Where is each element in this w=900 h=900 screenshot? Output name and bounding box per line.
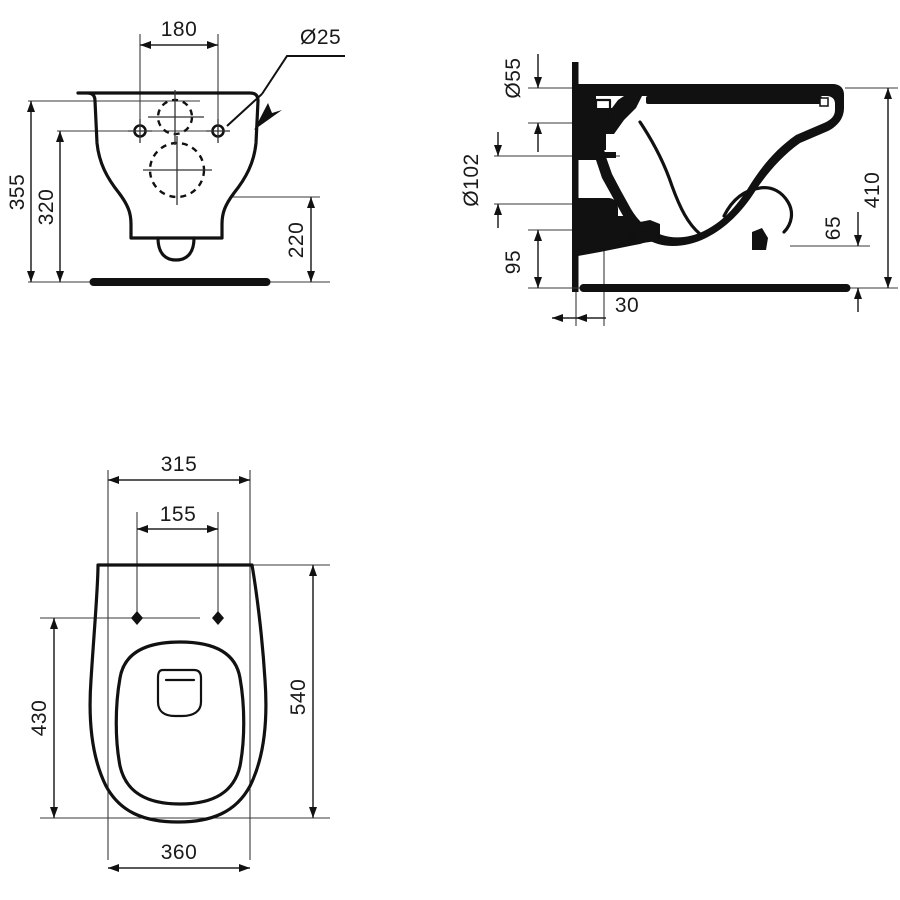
plan-fixing-points <box>131 611 224 625</box>
dimension-plan-155: 155 <box>137 503 218 533</box>
dimension-label-front-220: 220 <box>285 222 308 259</box>
plan-view-group: 315 155 540 430 360 <box>28 453 330 872</box>
dimension-side-410: 410 <box>861 88 892 288</box>
dimension-label-side-d55: Ø55 <box>502 57 525 98</box>
dimension-side-d55: Ø55 <box>502 54 542 152</box>
dimension-label-front-320: 320 <box>35 189 58 226</box>
dimension-label-plan-315: 315 <box>161 453 198 476</box>
dimension-label-front-d25: Ø25 <box>300 26 341 49</box>
dimension-front-355: 355 <box>6 101 35 282</box>
dimension-label-side-65: 65 <box>822 216 845 240</box>
dimension-side-65: 65 <box>822 212 862 312</box>
dimension-label-plan-430: 430 <box>28 700 51 737</box>
dimension-side-30: 30 <box>552 294 639 322</box>
front-view-group: 180 Ø25 355 320 220 <box>6 18 345 286</box>
side-wall-line <box>572 62 579 292</box>
dimension-label-side-30: 30 <box>615 294 639 317</box>
dimension-label-plan-540: 540 <box>287 679 310 716</box>
dimension-front-d25: Ø25 <box>226 26 345 130</box>
dimension-label-front-180: 180 <box>161 18 198 41</box>
dimension-label-side-d102: Ø102 <box>460 153 483 206</box>
dimension-front-320: 320 <box>35 131 64 282</box>
dimension-side-d102: Ø102 <box>460 132 502 228</box>
front-floor-line <box>28 278 330 286</box>
dimension-label-plan-360: 360 <box>161 841 198 864</box>
side-body-section <box>578 84 844 256</box>
front-body-outline <box>76 91 260 262</box>
plan-body-outline <box>88 563 268 824</box>
dimension-plan-315: 315 <box>108 453 250 484</box>
dimension-front-220: 220 <box>285 197 315 282</box>
dimension-label-side-410: 410 <box>861 172 884 209</box>
dimension-plan-540: 540 <box>287 565 317 818</box>
dimension-front-180: 180 <box>140 18 218 49</box>
dimension-plan-430: 430 <box>28 618 58 818</box>
dimension-label-side-95: 95 <box>502 250 525 274</box>
dimension-label-front-355: 355 <box>6 174 29 211</box>
front-centre-lines <box>143 90 212 205</box>
front-mounting-holes <box>128 119 230 143</box>
side-view-group: Ø55 Ø102 95 30 410 65 <box>460 54 898 326</box>
side-floor-line <box>545 284 898 292</box>
dimension-label-plan-155: 155 <box>160 503 197 526</box>
dimension-side-95: 95 <box>502 230 542 288</box>
dimension-plan-360: 360 <box>108 841 250 872</box>
